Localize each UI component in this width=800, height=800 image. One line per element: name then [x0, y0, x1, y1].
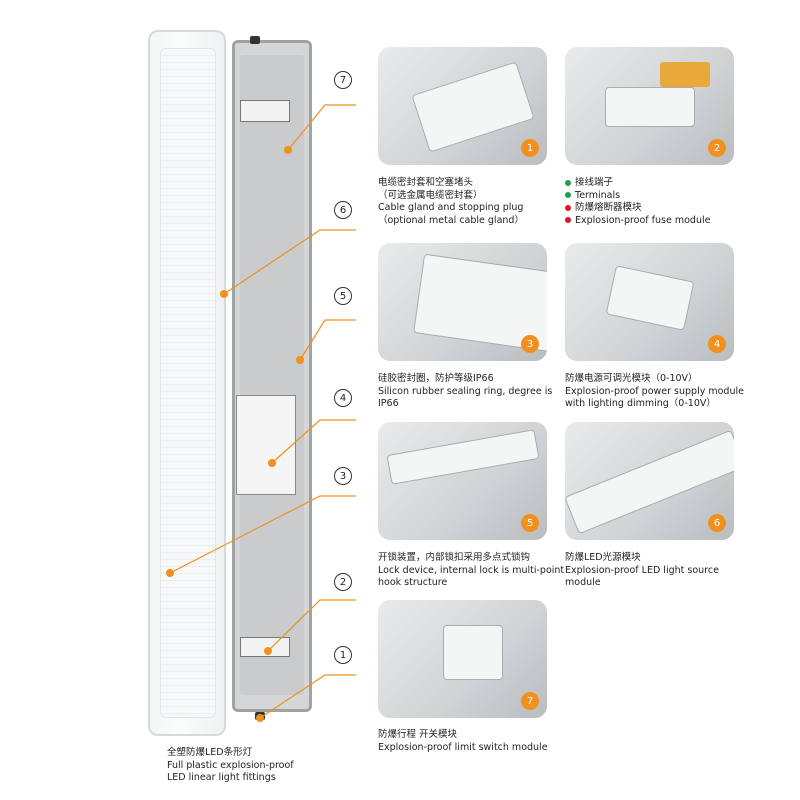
cable-gland [250, 36, 260, 44]
leader-1 [259, 674, 356, 719]
tile-power-supply: 4 [565, 243, 734, 361]
red-bullet-icon [565, 217, 571, 223]
red-bullet-icon [565, 204, 571, 211]
tile-terminals: 2 [565, 47, 734, 165]
caption-2: 接线端子 Terminals 防爆熔断器模块 Explosion-proof f… [565, 177, 710, 227]
leader-4 [271, 419, 356, 464]
leader-5 [299, 319, 356, 361]
cover-diffuser [160, 48, 216, 718]
callout-6: 6 [334, 201, 352, 219]
callout-7: 7 [334, 71, 352, 89]
tile-limit-switch: 7 [378, 600, 547, 718]
callout-2: 2 [334, 573, 352, 591]
leader-3 [169, 495, 356, 574]
tile-cable-gland: 1 [378, 47, 547, 165]
callout-3: 3 [334, 467, 352, 485]
tile-sealing-ring: 3 [378, 243, 547, 361]
power-supply-module [236, 395, 296, 495]
terminal-block-top [240, 100, 290, 122]
tile-lock-device: 5 [378, 422, 547, 540]
caption-1: 电缆密封套和空塞堵头（可选金属电缆密封套）Cable gland and sto… [378, 177, 524, 226]
green-bullet-icon [565, 192, 571, 198]
caption-4: 防爆电源可调光模块（0-10V）Explosion-proof power su… [565, 373, 744, 409]
gear-tray [240, 55, 304, 695]
callout-4: 4 [334, 389, 352, 407]
callout-5: 5 [334, 287, 352, 305]
green-bullet-icon [565, 179, 571, 186]
leader-6 [223, 229, 356, 295]
leader-7 [287, 104, 356, 151]
leader-2 [267, 599, 356, 652]
callout-1: 1 [334, 646, 352, 664]
tile-led-module: 6 [565, 422, 734, 540]
